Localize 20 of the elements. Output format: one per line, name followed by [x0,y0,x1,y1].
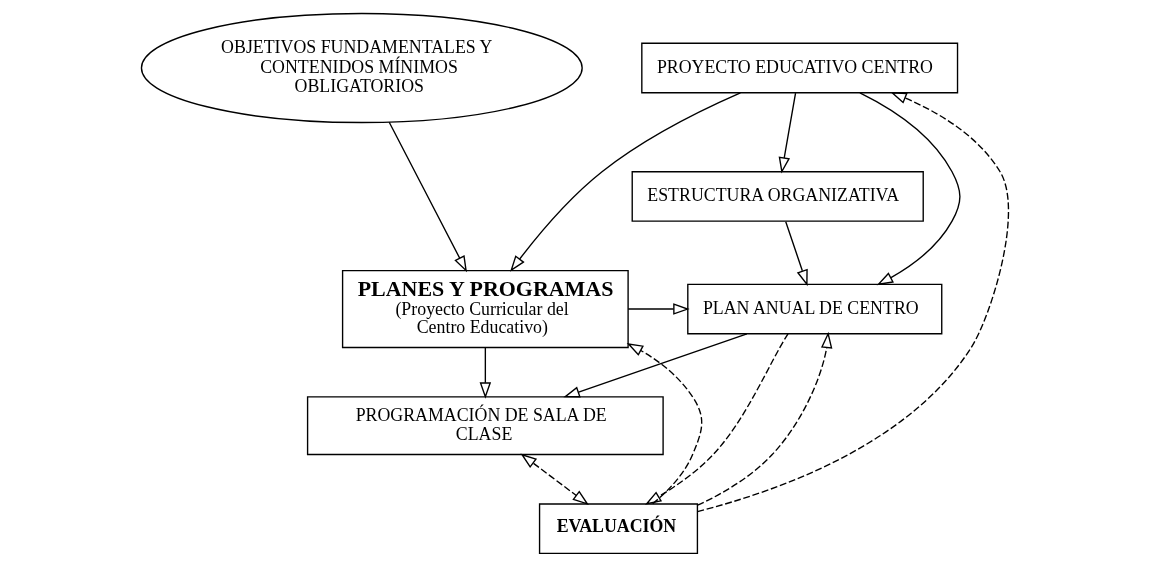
arrow [859,92,961,286]
arrow [785,221,808,287]
node-box: EVALUACIÓN [538,503,699,555]
arrow [778,92,797,174]
node-ellipse: OBJETIVOS FUNDAMENTALES Y CONTENIDOS MÍNIMOS OBLIGATORIOS [140,12,583,124]
node-box: PROGRAMACIÓN DE SALA DE CLASE [306,396,664,456]
arrow [627,303,690,315]
node-box: PROYECTO EDUCATIVO CENTRO [641,42,959,94]
arrow [696,331,833,506]
arrow [644,333,789,505]
node-box: PLANES Y PROGRAMAS (Proyecto Curricular del Centro Educativo) [341,269,629,349]
arrow [510,92,742,272]
arrow [520,453,589,506]
arrow [696,92,1010,513]
node-box: ESTRUCTURA ORGANIZATIVA [631,171,924,222]
arrow [388,121,467,273]
arrow [479,347,492,399]
arrow [563,333,748,398]
node-box: PLAN ANUAL DE CENTRO [687,283,943,335]
arrow [626,343,703,505]
